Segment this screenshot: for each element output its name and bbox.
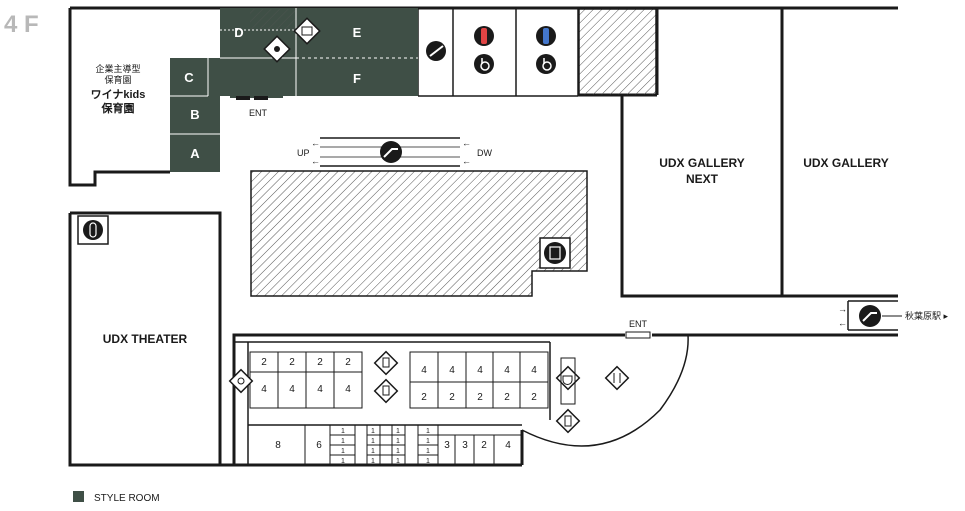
table-tr-1: 4 (449, 365, 455, 376)
table-br-0: 2 (421, 392, 427, 403)
escalator-icon[interactable] (380, 141, 402, 163)
gallery-next-line1[interactable]: UDX GALLERY (659, 156, 745, 170)
svg-text:1: 1 (396, 438, 400, 445)
station-escalator (847, 300, 898, 331)
restaurant-icon[interactable] (604, 365, 630, 391)
room-A[interactable]: A (190, 146, 200, 161)
station-label[interactable]: 秋葉原駅 ▸ (905, 310, 949, 321)
svg-text:1: 1 (396, 458, 400, 465)
table-tl-0: 2 (261, 357, 267, 368)
svg-text:1: 1 (426, 458, 430, 465)
atm-icon[interactable] (539, 237, 571, 269)
gallery-next-line2[interactable]: NEXT (686, 172, 719, 186)
table-tl-3: 2 (345, 357, 351, 368)
table-lower-8: 8 (275, 440, 281, 451)
drink-icon[interactable] (373, 350, 399, 376)
shop-icon-e[interactable] (293, 17, 321, 45)
table-br-1: 2 (449, 392, 455, 403)
table-lower-6: 6 (316, 440, 322, 451)
svg-text:1: 1 (371, 458, 375, 465)
svg-text:1: 1 (371, 448, 375, 455)
table-bl-2: 4 (317, 384, 323, 395)
room-C[interactable]: C (184, 70, 194, 85)
hatched-area-center (250, 170, 588, 297)
info-icon-d[interactable] (263, 35, 291, 63)
service-icon-left[interactable] (228, 368, 254, 394)
nursery-line3: ワイナkids (91, 88, 146, 101)
smoking-icon[interactable] (426, 41, 446, 61)
table-tl-1: 2 (289, 357, 295, 368)
restaurant-area (234, 334, 689, 465)
table-br-3: 2 (504, 392, 510, 403)
legend-swatch (73, 491, 84, 502)
table-bl-0: 4 (261, 384, 267, 395)
svg-text:1: 1 (396, 448, 400, 455)
svg-text:1: 1 (426, 448, 430, 455)
restroom-male-icon[interactable] (536, 26, 556, 46)
theater-label[interactable]: UDX THEATER (103, 332, 188, 346)
svg-text:1: 1 (341, 428, 345, 435)
table-lr-3: 4 (505, 440, 511, 451)
table-bl-1: 4 (289, 384, 295, 395)
escalator-icon-station[interactable] (859, 305, 881, 327)
svg-text:←: ← (311, 138, 320, 148)
ent-label-top: ENT (249, 108, 268, 118)
svg-text:1: 1 (341, 448, 345, 455)
baby-icon[interactable] (77, 215, 109, 245)
floor-label: 4 F (4, 11, 39, 38)
drink-icon-2[interactable] (373, 378, 399, 404)
svg-text:←: ← (311, 156, 320, 166)
svg-text:←: ← (462, 156, 471, 166)
svg-text:1: 1 (341, 458, 345, 465)
table-tr-3: 4 (504, 365, 510, 376)
svg-text:1: 1 (396, 428, 400, 435)
svg-text:1: 1 (341, 438, 345, 445)
table-tr-2: 4 (477, 365, 483, 376)
table-tl-2: 2 (317, 357, 323, 368)
room-B[interactable]: B (190, 107, 199, 122)
nursery-line4: 保育園 (101, 101, 135, 115)
gallery-label[interactable]: UDX GALLERY (803, 156, 889, 170)
cafe-icon[interactable] (555, 365, 581, 391)
room-D[interactable]: D (234, 25, 243, 40)
table-br-2: 2 (477, 392, 483, 403)
table-tr-4: 4 (531, 365, 537, 376)
hatched-area-top-right (578, 8, 657, 96)
nursery-line2: 保育園 (104, 74, 131, 85)
svg-text:←: ← (462, 138, 471, 148)
wheelchair-icon-2[interactable] (536, 54, 556, 74)
table-lr-2: 2 (481, 440, 487, 451)
ent-label-mid: ENT (629, 319, 648, 329)
phone-icon[interactable] (555, 408, 581, 434)
svg-text:1: 1 (371, 428, 375, 435)
up-label: UP (297, 148, 310, 158)
table-br-4: 2 (531, 392, 537, 403)
svg-text:1: 1 (426, 428, 430, 435)
svg-text:1: 1 (371, 438, 375, 445)
table-lr-0: 3 (444, 440, 450, 451)
svg-text:→: → (838, 304, 847, 314)
room-F[interactable]: F (353, 71, 361, 86)
dw-label: DW (477, 148, 492, 158)
legend-label: STYLE ROOM (94, 493, 160, 504)
wheelchair-icon[interactable] (474, 54, 494, 74)
table-tr-0: 4 (421, 365, 427, 376)
table-lr-1: 3 (462, 440, 468, 451)
room-E[interactable]: E (353, 25, 362, 40)
svg-text:←: ← (838, 318, 847, 328)
nursery-line1: 企業主導型 (95, 63, 140, 74)
restroom-female-icon[interactable] (474, 26, 494, 46)
svg-text:1: 1 (426, 438, 430, 445)
table-bl-3: 4 (345, 384, 351, 395)
